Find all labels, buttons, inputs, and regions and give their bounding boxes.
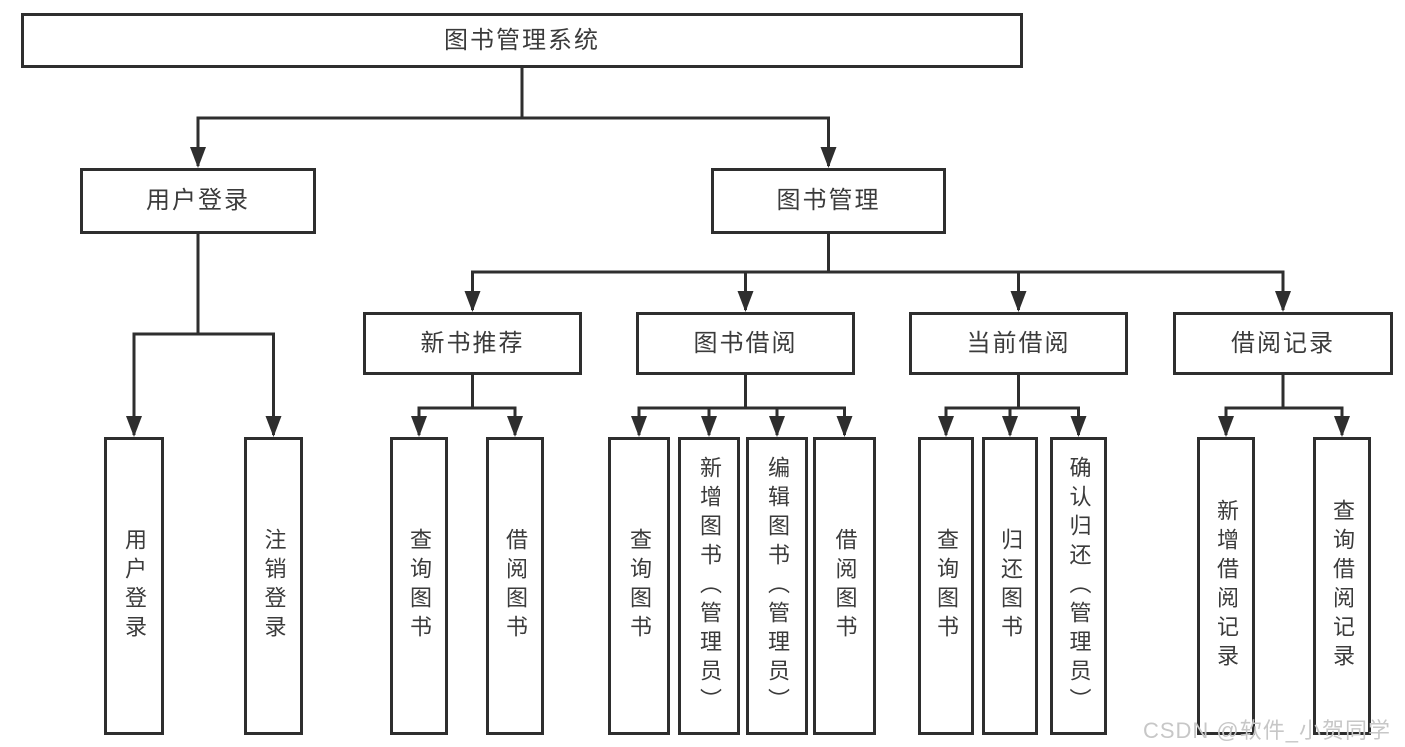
node-leaf-borrow-books: 借阅图书 xyxy=(813,437,876,735)
node-leaf-query-books-rec: 查询图书 xyxy=(390,437,448,735)
node-leaf-add-book-admin: 新增图书（管理员） xyxy=(678,437,740,735)
node-current-borrowing: 当前借阅 xyxy=(909,312,1128,375)
node-leaf-borrow-books-rec: 借阅图书 xyxy=(486,437,544,735)
node-system: 图书管理系统 xyxy=(21,13,1023,68)
node-book-mgmt: 图书管理 xyxy=(711,168,946,234)
node-user-login: 用户登录 xyxy=(80,168,316,234)
node-leaf-confirm-return: 确认归还（管理员） xyxy=(1050,437,1107,735)
watermark: CSDN @软件_小贺同学 xyxy=(1142,718,1391,743)
node-leaf-edit-book-admin: 编辑图书（管理员） xyxy=(746,437,808,735)
node-borrowing-records: 借阅记录 xyxy=(1173,312,1393,375)
node-leaf-user-login: 用户登录 xyxy=(104,437,164,735)
node-leaf-query-books-cur: 查询图书 xyxy=(918,437,974,735)
node-leaf-add-borrow-record: 新增借阅记录 xyxy=(1197,437,1255,735)
node-book-borrowing: 图书借阅 xyxy=(636,312,855,375)
node-leaf-query-borrow-record: 查询借阅记录 xyxy=(1313,437,1371,735)
node-new-book-rec: 新书推荐 xyxy=(363,312,582,375)
node-leaf-return-books: 归还图书 xyxy=(982,437,1038,735)
node-leaf-query-books-borrow: 查询图书 xyxy=(608,437,670,735)
node-leaf-logout: 注销登录 xyxy=(244,437,303,735)
